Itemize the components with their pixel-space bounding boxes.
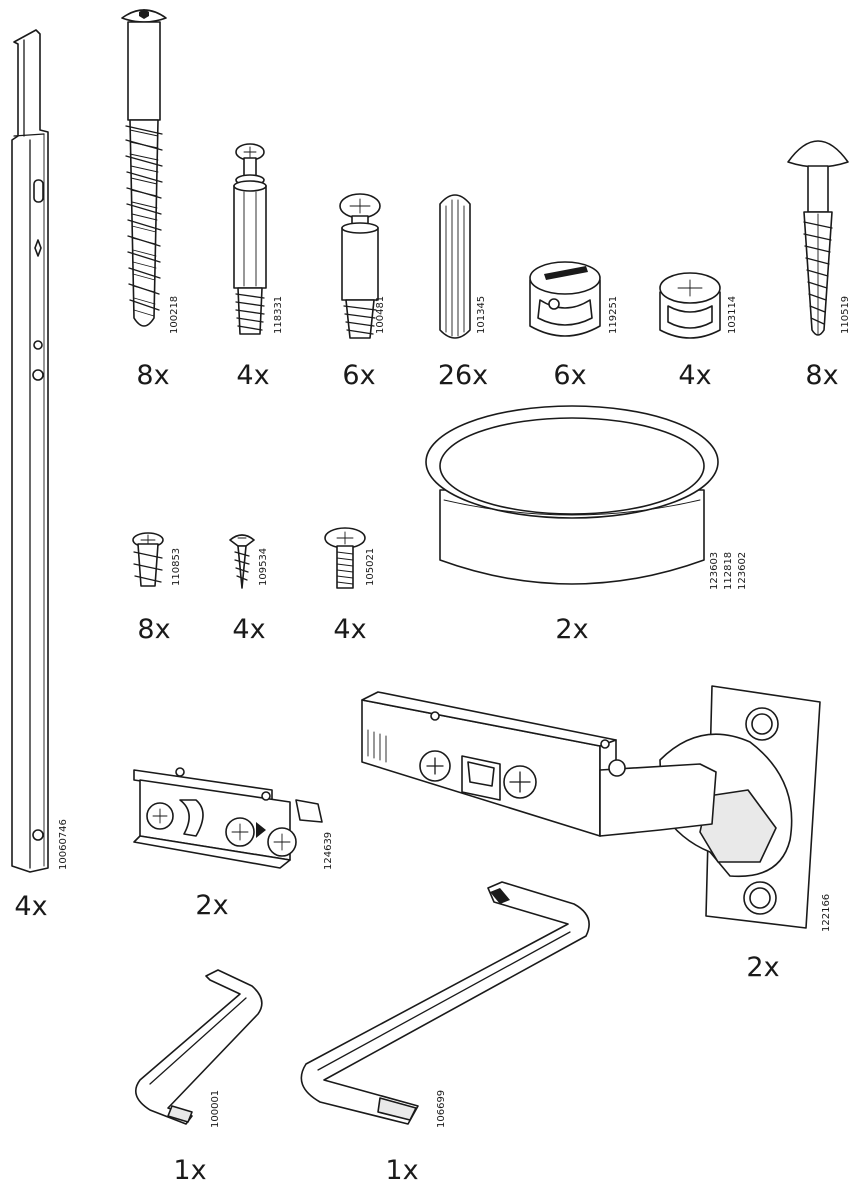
grommet-ring-part bbox=[425, 405, 719, 585]
euro-screw-part bbox=[132, 532, 164, 587]
qty-euro-screw: 8x bbox=[137, 614, 171, 645]
part-code-grommet-ring-2: 112818 bbox=[723, 551, 734, 590]
cam-lock-small-part bbox=[659, 272, 721, 339]
qty-long-screw: 8x bbox=[136, 360, 170, 391]
part-code-mushroom-pin: 110519 bbox=[840, 295, 851, 334]
qty-cam-lock: 6x bbox=[553, 360, 587, 391]
part-code-connector-bolt-short: 100481 bbox=[375, 295, 386, 334]
part-code-grommet-ring-1: 123603 bbox=[709, 551, 720, 590]
connector-bolt-long-part bbox=[233, 143, 267, 335]
part-code-connector-bolt-long: 118331 bbox=[273, 295, 284, 334]
qty-wooden-dowel: 26x bbox=[437, 360, 489, 391]
qty-grommet-ring: 2x bbox=[555, 614, 589, 645]
cam-lock-part bbox=[529, 261, 601, 337]
part-code-mounting-plate: 124639 bbox=[323, 831, 334, 870]
mushroom-pin-part bbox=[787, 140, 849, 336]
rail-part bbox=[11, 29, 49, 873]
allen-key-part bbox=[134, 969, 263, 1125]
qty-screwdriver-key: 1x bbox=[385, 1155, 419, 1186]
cabinet-hinge-part bbox=[361, 685, 821, 929]
part-code-machine-screw: 105021 bbox=[365, 547, 376, 586]
part-code-allen-key: 100001 bbox=[210, 1089, 221, 1128]
long-screw-part bbox=[121, 9, 167, 327]
qty-cabinet-hinge: 2x bbox=[746, 952, 780, 983]
qty-machine-screw: 4x bbox=[333, 614, 367, 645]
part-code-long-screw: 100218 bbox=[169, 295, 180, 334]
part-code-wood-screw: 109534 bbox=[258, 547, 269, 586]
part-code-euro-screw: 110853 bbox=[171, 547, 182, 586]
part-code-screwdriver-key: 106699 bbox=[436, 1089, 447, 1128]
qty-wood-screw: 4x bbox=[232, 614, 266, 645]
mounting-plate-part bbox=[133, 767, 323, 869]
wooden-dowel-part bbox=[439, 194, 471, 339]
qty-connector-bolt-short: 6x bbox=[342, 360, 376, 391]
part-code-cabinet-hinge: 122166 bbox=[821, 893, 832, 932]
qty-allen-key: 1x bbox=[173, 1155, 207, 1186]
machine-screw-part bbox=[324, 527, 366, 589]
part-code-wooden-dowel: 101345 bbox=[476, 295, 487, 334]
wood-screw-part bbox=[229, 534, 255, 589]
connector-bolt-short-part bbox=[339, 193, 381, 339]
qty-mushroom-pin: 8x bbox=[805, 360, 839, 391]
part-code-cam-lock-small: 103114 bbox=[727, 295, 738, 334]
part-code-rail: 10060746 bbox=[58, 819, 69, 870]
part-code-cam-lock: 119251 bbox=[608, 295, 619, 334]
part-code-grommet-ring-3: 123602 bbox=[737, 551, 748, 590]
screwdriver-key-part bbox=[300, 881, 590, 1125]
qty-connector-bolt-long: 4x bbox=[236, 360, 270, 391]
qty-rail: 4x bbox=[14, 891, 48, 922]
qty-cam-lock-small: 4x bbox=[678, 360, 712, 391]
qty-mounting-plate: 2x bbox=[195, 890, 229, 921]
